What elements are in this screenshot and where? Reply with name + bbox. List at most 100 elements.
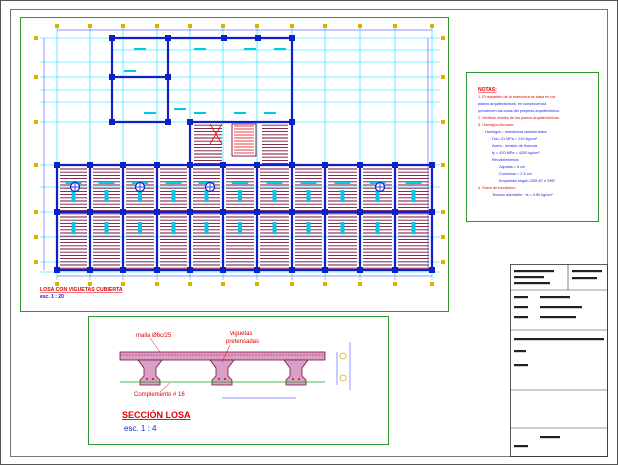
tie-beam-mark: [272, 222, 277, 234]
tie-beam-mark: [306, 190, 311, 202]
note-line: 4. Suelo de fundación:: [478, 186, 516, 190]
tie-beam-mark: [375, 190, 380, 202]
axis-marker: [290, 24, 294, 28]
slab-topping: [119, 351, 326, 361]
title-block-text-mark: [572, 277, 597, 280]
title-block-text-mark: [514, 270, 554, 273]
tie-beam-mark: [306, 222, 311, 234]
note-line: 2. Verificar niveles de los planos arqui…: [478, 116, 560, 120]
column: [254, 209, 260, 215]
column: [220, 267, 226, 273]
column: [357, 267, 363, 273]
plan-frame: [20, 17, 449, 312]
column: [120, 209, 126, 215]
note-line: f'ck= 21 MPa = 210 kg/cm²: [492, 137, 538, 141]
axis-marker: [441, 120, 445, 124]
joist-strand: [298, 378, 300, 380]
leader-line: [221, 344, 231, 363]
tie-beam-mark: [104, 190, 109, 202]
notes-frame: [466, 72, 599, 222]
axis-marker: [441, 163, 445, 167]
note-line: Zapatas = 5 cm: [499, 165, 525, 169]
note-line: Tensión admisible - fs = 0.80 kg/cm²: [492, 193, 553, 197]
axis-marker: [441, 36, 445, 40]
axis-marker: [323, 24, 327, 28]
column: [357, 162, 363, 168]
tie-beam-mark: [104, 222, 109, 234]
title-block-text-mark: [514, 445, 528, 448]
note-line: Acero - tensión de fluencia: [492, 144, 538, 148]
tie-beam-mark: [272, 190, 277, 202]
beam-tag: [334, 182, 351, 184]
label-mesh: malla Ø6c/25: [136, 333, 172, 339]
beam-tag: [266, 182, 283, 184]
title-block-text-mark: [514, 338, 604, 341]
axis-marker: [188, 282, 192, 286]
column: [220, 209, 226, 215]
column: [221, 35, 227, 41]
tie-beam-mark: [411, 190, 416, 202]
note-line: Hormigón - resistencia característica: [485, 130, 548, 134]
column: [322, 162, 328, 168]
beam-tag: [174, 108, 186, 110]
tie-beam-mark: [171, 190, 176, 202]
axis-marker: [255, 282, 259, 286]
beam-tag: [144, 112, 156, 114]
column: [429, 209, 435, 215]
label-fill-block: Complemento # 16: [134, 392, 185, 398]
axis-marker: [121, 24, 125, 28]
tie-beam-mark: [204, 190, 209, 202]
plan-title: LOSA CON VIGUETAS CUBIERTA: [40, 287, 123, 293]
column: [289, 209, 295, 215]
tie-beam-mark: [238, 190, 242, 202]
section-scale: esc. 1 : 4: [124, 424, 157, 433]
beam-tag: [244, 48, 256, 50]
note-line: fy = 420 MPa = 4200 kg/cm²: [492, 151, 540, 155]
title-block-text-mark: [540, 306, 582, 309]
axis-marker: [393, 24, 397, 28]
column: [322, 267, 328, 273]
title-block-text-mark: [514, 282, 550, 285]
tie-beam-mark: [171, 222, 176, 234]
title-block-text-mark: [514, 296, 528, 299]
column: [87, 267, 93, 273]
beam-tag: [98, 182, 115, 184]
joist-strand: [146, 378, 148, 380]
column: [289, 267, 295, 273]
axis-marker: [34, 36, 38, 40]
axis-marker: [121, 282, 125, 286]
joist-strand: [152, 378, 154, 380]
note-line: 1. El replanteo de la estructura se basa…: [478, 95, 555, 99]
note-line: Columnas = 2.5 cm: [499, 172, 532, 176]
joist-strand: [292, 378, 294, 380]
axis-marker: [188, 24, 192, 28]
column: [109, 35, 115, 41]
joist-section: [283, 359, 309, 386]
level-marker: [339, 352, 347, 360]
column: [322, 209, 328, 215]
beam-tag: [405, 182, 422, 184]
axis-marker: [34, 75, 38, 79]
column: [109, 119, 115, 125]
title-block-frame: [510, 264, 608, 457]
column: [392, 267, 398, 273]
column: [187, 162, 193, 168]
column: [54, 209, 60, 215]
note-line: 3. Hormigón Armado:: [478, 123, 514, 127]
title-block-text-mark: [514, 316, 528, 319]
title-block-text-mark: [514, 364, 528, 367]
title-block-text-mark: [514, 306, 528, 309]
axis-marker: [393, 282, 397, 286]
axis-marker: [34, 210, 38, 214]
leader-line: [149, 337, 161, 353]
column: [254, 162, 260, 168]
column: [54, 267, 60, 273]
column: [165, 74, 171, 80]
column: [87, 209, 93, 215]
column: [154, 267, 160, 273]
tie-beam-mark: [411, 222, 416, 234]
label-joists-2: pretensadas: [226, 339, 259, 345]
beam-tag: [198, 182, 215, 184]
axis-marker: [34, 163, 38, 167]
